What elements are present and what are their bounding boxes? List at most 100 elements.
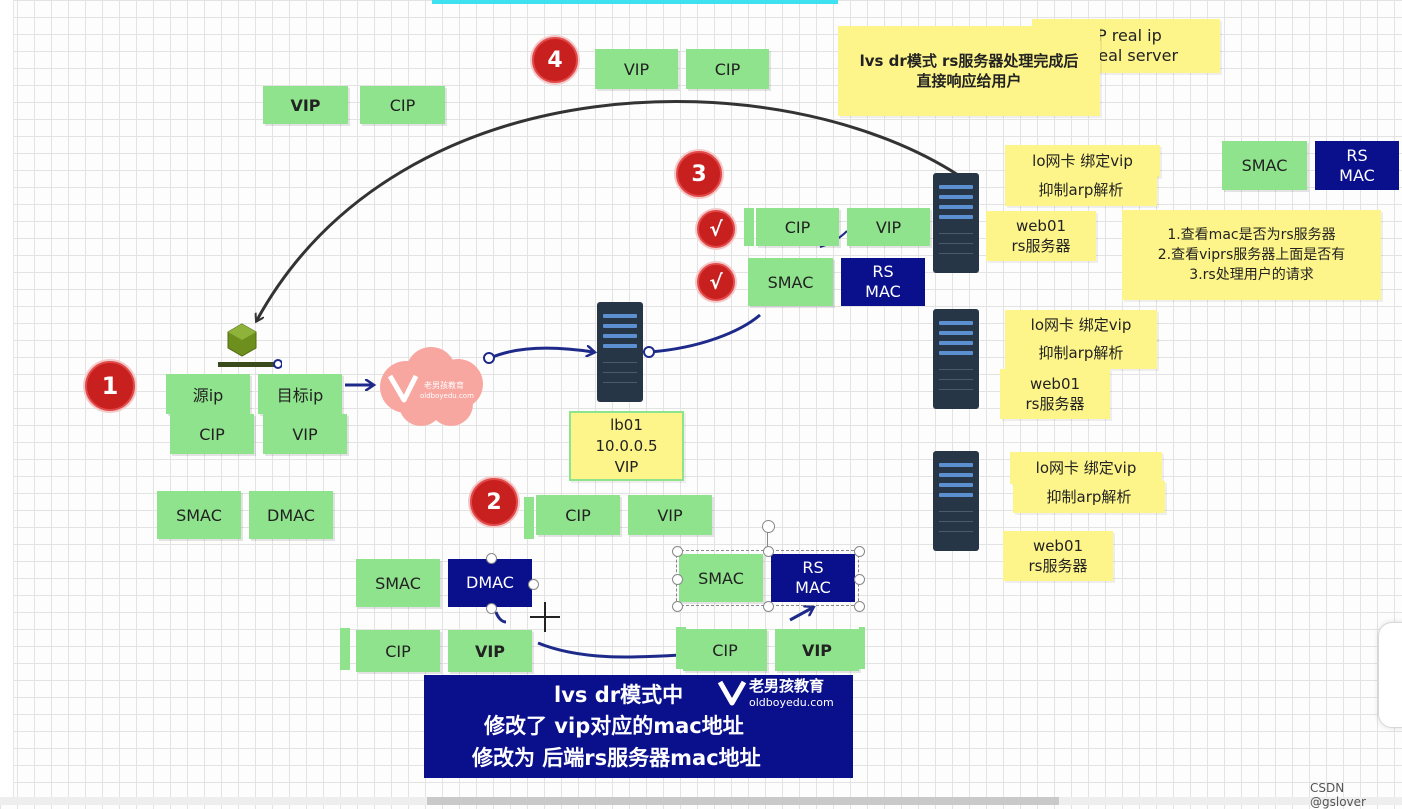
- lb-vip: VIP: [614, 457, 639, 476]
- rs-mac-line2: MAC: [865, 282, 901, 301]
- check-note-line3: 3.rs处理用户的请求: [1189, 267, 1314, 283]
- note-arp: 抑制arp解析: [1005, 337, 1157, 369]
- packet-vip[interactable]: VIP: [847, 208, 930, 246]
- rs-mac-line1: RS: [1346, 145, 1368, 165]
- note-behind-line2: real server: [1092, 46, 1179, 65]
- mac-rewrite-arrow: [789, 608, 812, 622]
- web-line1: web01: [1029, 375, 1081, 393]
- step-3-badge: 3: [676, 151, 722, 197]
- note-web01: web01 rs服务器: [986, 211, 1096, 261]
- check-note-line1: 1.查看mac是否为rs服务器: [1167, 227, 1336, 243]
- selection-handle[interactable]: [854, 574, 865, 585]
- step-2-badge: 2: [470, 478, 518, 526]
- server-icon-rs2[interactable]: [933, 309, 979, 409]
- cloud-icon[interactable]: [376, 342, 488, 432]
- note-web01: web01 rs服务器: [1000, 369, 1110, 419]
- selection-handle[interactable]: [528, 579, 539, 590]
- packet-rs-mac[interactable]: RS MAC: [771, 554, 855, 602]
- packet-vip[interactable]: VIP: [263, 86, 348, 124]
- packet-src-ip[interactable]: 源ip: [166, 374, 250, 414]
- packet-vip[interactable]: VIP: [595, 49, 678, 89]
- rotate-stem: [767, 532, 768, 550]
- horizontal-scrollbar[interactable]: [427, 797, 1059, 805]
- rs-mac-line2: MAC: [795, 578, 831, 597]
- packet-cip[interactable]: CIP: [170, 414, 254, 454]
- cursor-crosshair: [530, 602, 560, 632]
- packet-cip[interactable]: CIP: [756, 208, 839, 246]
- server-icon-lb01[interactable]: [597, 302, 643, 402]
- bottom-caption: lvs dr模式中 修改了 vip对应的mac地址 修改为 后端rs服务器mac…: [424, 675, 853, 778]
- packet-vip[interactable]: VIP: [775, 629, 859, 671]
- rotate-handle[interactable]: [762, 520, 775, 533]
- web-line2: rs服务器: [1028, 557, 1088, 575]
- web-line1: web01: [1015, 217, 1067, 235]
- selection-handle[interactable]: [486, 553, 497, 564]
- selection-handle[interactable]: [763, 601, 774, 612]
- packet-cip[interactable]: CIP: [686, 49, 769, 89]
- cloud-brand-site: oldboyedu.com: [420, 392, 474, 400]
- packet-dst-ip[interactable]: 目标ip: [258, 374, 342, 414]
- packet-rs-mac[interactable]: RS MAC: [841, 258, 925, 306]
- packet-vip[interactable]: VIP: [448, 630, 532, 672]
- check-note: 1.查看mac是否为rs服务器 2.查看viprs服务器上面是否有 3.rs处理…: [1122, 210, 1381, 300]
- packet-dmac[interactable]: DMAC: [448, 559, 532, 607]
- packet-rs-mac[interactable]: RS MAC: [1315, 141, 1399, 190]
- side-panel-tab[interactable]: [1378, 622, 1402, 728]
- packet-smac[interactable]: SMAC: [356, 559, 440, 607]
- packet-vip[interactable]: VIP: [263, 414, 347, 454]
- selection-handle[interactable]: [672, 546, 683, 557]
- packet-cip[interactable]: CIP: [536, 495, 620, 535]
- packet-cip[interactable]: CIP: [360, 86, 445, 124]
- selection-handle[interactable]: [854, 601, 865, 612]
- check-badge: √: [697, 263, 735, 301]
- packet-smac[interactable]: SMAC: [157, 491, 241, 539]
- note-arp: 抑制arp解析: [1005, 174, 1157, 206]
- selection-handle[interactable]: [486, 603, 497, 614]
- packet-shadow: [340, 628, 350, 670]
- canvas-left-edge: [0, 0, 14, 805]
- selection-handle[interactable]: [763, 546, 774, 557]
- top-cyan-bar: [432, 0, 838, 4]
- lb-name: lb01: [610, 415, 643, 434]
- caption-site: oldboyedu.com: [749, 696, 834, 709]
- selection-handle[interactable]: [854, 546, 865, 557]
- rs-mac-line1: RS: [802, 558, 824, 577]
- packet-cip[interactable]: CIP: [683, 629, 767, 671]
- selection-handle[interactable]: [672, 574, 683, 585]
- lb-to-rs-line: [649, 313, 761, 354]
- web-line1: web01: [1032, 537, 1084, 555]
- packet-smac[interactable]: SMAC: [1222, 141, 1307, 190]
- cloud-to-lb-arrow: [489, 348, 593, 360]
- packet-vip[interactable]: VIP: [628, 495, 712, 535]
- caption-line1: lvs dr模式中: [554, 683, 684, 707]
- check-note-line2: 2.查看viprs服务器上面是否有: [1157, 247, 1346, 263]
- note-arp: 抑制arp解析: [1013, 481, 1165, 513]
- check-badge: √: [697, 210, 735, 248]
- packet-shadow: [676, 627, 686, 669]
- step-1-badge: 1: [85, 361, 135, 411]
- top-note: lvs dr模式 rs服务器处理完成后 直接响应给用户: [838, 26, 1100, 116]
- rs-mac-line2: MAC: [1339, 165, 1375, 185]
- note-behind-line1: P real ip: [1097, 26, 1162, 45]
- client-icon[interactable]: [218, 322, 282, 370]
- server-icon-rs1[interactable]: [933, 173, 979, 273]
- packet-dmac[interactable]: DMAC: [249, 491, 333, 539]
- packet-smac[interactable]: SMAC: [679, 554, 763, 602]
- selection-handle[interactable]: [672, 601, 683, 612]
- mac-rewrite-line: [537, 641, 681, 659]
- packet-cip[interactable]: CIP: [356, 630, 440, 672]
- caption-line3: 修改为 后端rs服务器mac地址: [472, 746, 761, 770]
- server-icon-rs3[interactable]: [933, 451, 979, 551]
- web-line2: rs服务器: [1011, 237, 1071, 255]
- packet-shadow: [524, 497, 534, 539]
- top-note-line1: lvs dr模式 rs服务器处理完成后: [859, 52, 1079, 70]
- caption-line2: 修改了 vip对应的mac地址: [484, 714, 744, 738]
- return-arc: [257, 99, 959, 320]
- packet-smac[interactable]: SMAC: [748, 258, 833, 306]
- packet-shadow: [744, 208, 754, 246]
- web-line2: rs服务器: [1025, 395, 1085, 413]
- cloud-brand-name: 老男孩教育: [424, 381, 464, 390]
- top-note-line2: 直接响应给用户: [916, 72, 1022, 90]
- note-web01: web01 rs服务器: [1003, 531, 1113, 581]
